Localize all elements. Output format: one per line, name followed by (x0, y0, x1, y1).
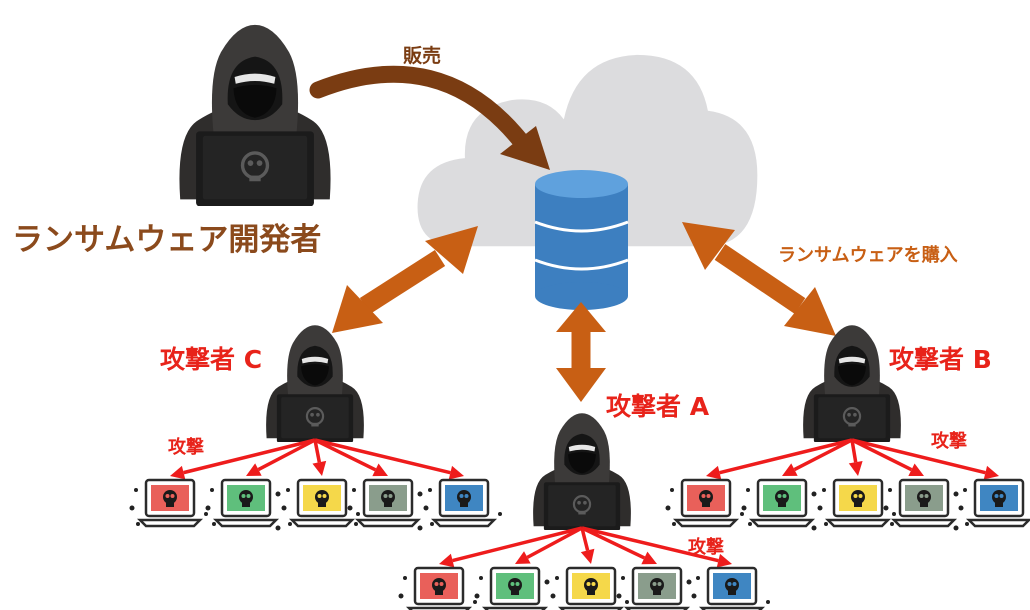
skull-icon (650, 578, 664, 595)
victim-laptops-c (129, 478, 502, 531)
attacker-b-label: 攻撃者 B (889, 345, 992, 374)
attack-arrow (706, 438, 853, 480)
attacker-a-hacker-icon (531, 412, 633, 530)
skull-icon (239, 490, 253, 507)
attack-label-c: 攻撃 (168, 436, 204, 458)
victim-laptop-icon (347, 478, 423, 531)
attack-label-a: 攻撃 (688, 536, 724, 558)
purchase-arrow-b (682, 222, 836, 336)
skull-icon (699, 490, 713, 507)
attack-arrow (851, 438, 999, 480)
attack-label-b: 攻撃 (931, 430, 967, 452)
victim-laptop-icon (958, 478, 1030, 528)
attacker-c-hacker-icon (264, 324, 366, 442)
victim-laptop-icon (550, 566, 629, 610)
purchase-arrow-a (556, 302, 606, 402)
skull-icon (725, 578, 739, 595)
purchase-label: ランサムウェアを購入 (778, 244, 958, 266)
victim-laptop-icon (665, 478, 744, 528)
attack-arrow (439, 526, 583, 568)
skull-icon (851, 490, 865, 507)
skull-icon (315, 490, 329, 507)
attack-arrow (580, 527, 595, 564)
skull-icon (457, 490, 471, 507)
attacker-a-label: 攻撃者 A (606, 392, 710, 421)
skull-icon (432, 578, 446, 595)
victim-laptop-icon (281, 478, 360, 528)
sale-label: 販売 (403, 44, 441, 67)
victim-laptop-icon (883, 478, 959, 531)
attack-arrows-c (170, 438, 464, 480)
attack-arrow (581, 526, 732, 568)
victim-laptops-b (665, 478, 1030, 531)
attack-arrow (581, 526, 657, 565)
purchase-arrow-c (332, 226, 478, 333)
victim-laptop-icon (741, 478, 817, 531)
victim-laptop-icon (817, 478, 896, 528)
attack-arrows-b (706, 438, 999, 480)
attack-arrow (515, 526, 583, 564)
skull-icon (775, 490, 789, 507)
victim-laptop-icon (129, 478, 208, 528)
attack-arrow (314, 438, 464, 480)
skull-icon (584, 578, 598, 595)
skull-icon (163, 490, 177, 507)
skull-icon (381, 490, 395, 507)
victim-laptop-icon (205, 478, 281, 531)
victim-laptop-icon (474, 566, 550, 610)
victim-laptop-icon (423, 478, 502, 528)
victim-laptop-icon (398, 566, 477, 610)
attack-arrow (851, 438, 924, 476)
database-icon (534, 170, 629, 310)
developer-hacker-icon (177, 23, 333, 206)
skull-icon (508, 578, 522, 595)
attack-arrow (848, 439, 863, 476)
developer-label: ランサムウェア開発者 (12, 222, 321, 258)
skull-icon (917, 490, 931, 507)
attack-arrow (782, 438, 853, 476)
sale-arrow (309, 65, 550, 170)
victim-laptops-a (398, 566, 770, 610)
attack-arrow (314, 438, 388, 477)
victim-laptop-icon (691, 566, 770, 610)
attacker-c-label: 攻撃者 C (160, 345, 262, 374)
attack-arrow (246, 438, 316, 476)
attack-arrows-a (439, 526, 732, 568)
attack-arrow (170, 438, 316, 480)
attack-arrow (312, 439, 327, 476)
skull-icon (992, 490, 1006, 507)
attacker-b-hacker-icon (801, 324, 903, 442)
